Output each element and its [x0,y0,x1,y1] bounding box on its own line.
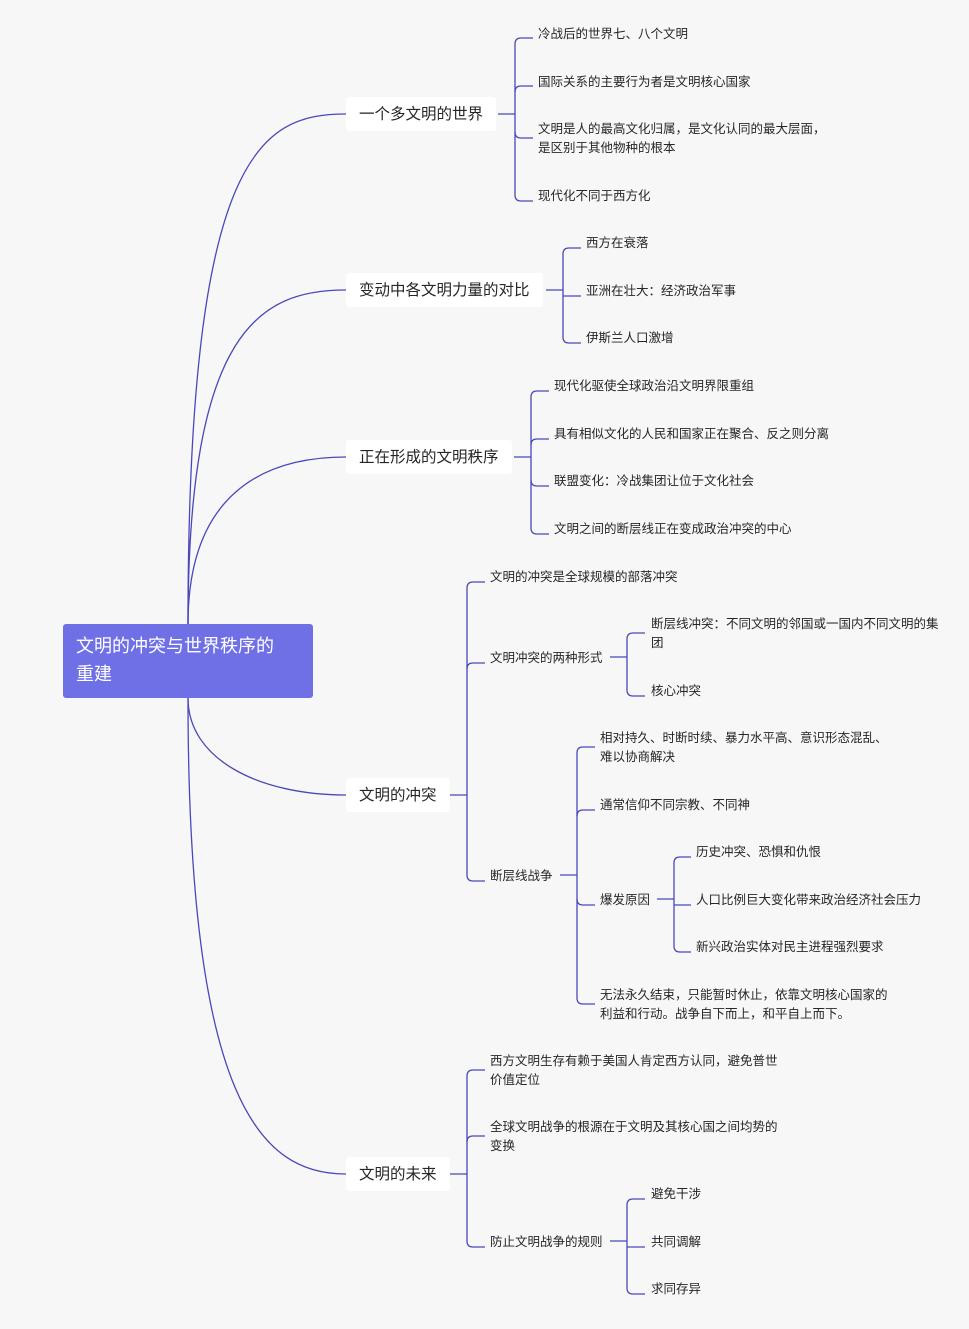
leaf-highest-cultural-identity[interactable]: 文明是人的最高文化归属，是文化认同的最大层面， 是区别于其他物种的根本 [538,121,826,155]
leaf-asia-rising[interactable]: 亚洲在壮大：经济政治军事 [586,283,737,298]
leaf-fault-lines-center[interactable]: 文明之间的断层线正在变成政治冲突的中心 [554,521,792,536]
leaf-historical-conflict[interactable]: 历史冲突、恐惧和仇恨 [696,844,822,859]
root-node[interactable]: 文明的冲突与世界秩序的 重建 [63,624,313,698]
leaf-core-conflict[interactable]: 核心冲突 [651,683,702,698]
bracket-b4-end-2 [466,874,485,882]
bracket-forms-end-1 [626,689,645,697]
bracket-b1-end-3 [514,194,533,202]
leaf-seven-eight-civilizations[interactable]: 冷战后的世界七、八个文明 [538,26,689,41]
bracket-b3-end-3 [530,527,549,535]
leaf-global-war-roots[interactable]: 全球文明战争的根源在于文明及其核心国之间均势的 变换 [490,1119,778,1153]
link-root-b2 [187,289,347,625]
leaf-no-permanent-end[interactable]: 无法永久结束，只能暂时休止，依靠文明核心国家的 利益和行动。战争自下而上，和平自… [600,987,888,1021]
bracket-wars-end-1 [576,809,595,817]
bracket-b4-end-1 [466,662,485,670]
bracket-b3-end-2 [530,479,549,487]
bracket-rules-end-0 [626,1198,645,1206]
branch-shifting-balance[interactable]: 变动中各文明力量的对比 [346,273,543,307]
bracket-b1-end-1 [514,85,533,93]
bracket-b1-end-0 [514,37,533,45]
leaf-west-declining[interactable]: 西方在衰落 [586,235,649,250]
leaf-different-religions[interactable]: 通常信仰不同宗教、不同神 [600,797,751,812]
bracket-b1-end-2 [514,131,533,139]
bracket-b3-end-1 [530,438,549,446]
bracket-wars-end-3 [576,997,595,1005]
leaf-avoid-intervention[interactable]: 避免干涉 [651,1186,702,1201]
bracket-wars-end-2 [576,898,595,906]
node-causes[interactable]: 爆发原因 [600,892,651,907]
bracket-forms-end-0 [626,632,645,640]
branch-future-of-civilizations[interactable]: 文明的未来 [346,1157,450,1191]
bracket-b4-end-0 [466,581,485,589]
leaf-western-survival[interactable]: 西方文明生存有赖于美国人肯定西方认同，避免普世 价值定位 [490,1053,778,1087]
leaf-seek-common-ground[interactable]: 求同存异 [651,1281,702,1296]
root-title-line1: 文明的冲突与世界秩序的 [76,636,274,657]
bracket-causes-end-2 [673,945,691,953]
branch-multi-civilization-world[interactable]: 一个多文明的世界 [346,97,497,131]
node-prevention-rules[interactable]: 防止文明战争的规则 [490,1234,603,1249]
leaf-core-states-actors[interactable]: 国际关系的主要行为者是文明核心国家 [538,74,751,89]
bracket-causes-end-0 [673,856,691,864]
bracket-b5-end-1 [466,1135,485,1143]
link-root-b1 [187,113,347,625]
branch-emerging-order[interactable]: 正在形成的文明秩序 [346,440,512,474]
node-fault-line-wars[interactable]: 断层线战争 [490,868,553,883]
bracket-rules-end-2 [626,1287,645,1295]
leaf-islam-population[interactable]: 伊斯兰人口激增 [586,330,674,345]
leaf-alliance-shift[interactable]: 联盟变化：冷战集团让位于文化社会 [554,473,755,488]
leaf-fault-line-conflict[interactable]: 断层线冲突：不同文明的邻国或一国内不同文明的集 团 [651,616,939,650]
link-root-b3 [187,456,347,625]
bracket-b2-end-2 [562,336,581,344]
branch-clash-of-civilizations[interactable]: 文明的冲突 [346,778,450,812]
link-root-b5 [187,697,347,1175]
leaf-similar-cultures-converge[interactable]: 具有相似文化的人民和国家正在聚合、反之则分离 [554,426,830,441]
bracket-b5-end-0 [466,1069,485,1077]
leaf-joint-mediation[interactable]: 共同调解 [651,1234,702,1249]
bracket-wars-end-0 [576,746,595,754]
leaf-population-shift[interactable]: 人口比例巨大变化带来政治经济社会压力 [696,892,922,907]
node-two-forms[interactable]: 文明冲突的两种形式 [490,650,603,665]
leaf-modernization-not-westernization[interactable]: 现代化不同于西方化 [538,188,651,203]
link-root-b4 [187,697,347,796]
leaf-tribal-conflict[interactable]: 文明的冲突是全球规模的部落冲突 [490,569,678,584]
leaf-prolonged-violent[interactable]: 相对持久、时断时续、暴力水平高、意识形态混乱、 难以协商解决 [600,730,888,764]
bracket-b3-end-0 [530,390,549,398]
leaf-global-politics-realign[interactable]: 现代化驱使全球政治沿文明界限重组 [554,378,755,393]
bracket-b5-end-2 [466,1240,485,1248]
bracket-b2-end-0 [562,247,581,255]
leaf-democratic-demands[interactable]: 新兴政治实体对民主进程强烈要求 [696,939,884,954]
root-title-line2: 重建 [76,664,112,685]
